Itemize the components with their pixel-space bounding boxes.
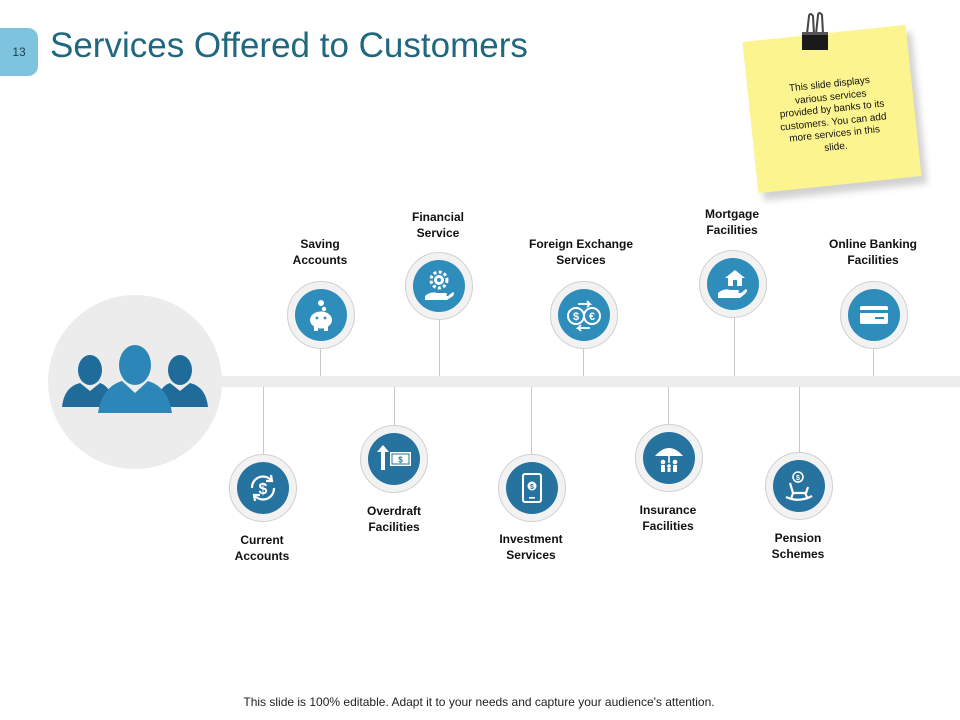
umbrella-family-icon [655,448,683,472]
slide-number: 13 [0,28,38,76]
connector-line [439,318,440,376]
connector-line [263,387,264,455]
page-title: Services Offered to Customers [50,26,528,65]
house-hand-icon [718,270,747,298]
tablet-dollar-icon: $ [522,473,542,503]
connector-line [320,347,321,376]
customers-group-icon [62,345,208,413]
footer-text: This slide is 100% editable. Adapt it to… [243,695,715,709]
svg-text:€: € [589,311,595,323]
current-accounts-node[interactable]: $ [229,454,297,522]
investment-services-label: Investment Services [499,532,563,562]
pension-schemes-label: Pension Schemes [771,531,825,561]
connector-line [873,347,874,376]
sticky-note-text: This slide displays various services pro… [779,74,888,154]
online-banking-label: Online Banking Facilities [828,237,917,267]
connector-line [734,316,735,376]
foreign-exchange-node[interactable]: $ € [550,281,618,349]
timeline-bar [215,376,960,387]
mortgage-facilities-label: Mortgage Facilities [705,207,759,237]
customers-hub [48,295,222,469]
mortgage-facilities-node[interactable] [699,250,767,318]
banknote-arrow-icon: $ [377,445,411,470]
current-accounts-label: Current Accounts [234,533,290,563]
connector-line [799,387,800,453]
svg-text:$: $ [259,481,268,498]
binder-clip-icon [802,12,828,50]
overdraft-facilities-label: Overdraft Facilities [366,504,422,534]
connector-line [531,387,532,455]
pension-schemes-node[interactable]: $ [765,452,833,520]
connector-line [668,387,669,425]
svg-text:$: $ [398,456,403,465]
piggy-bank-icon [310,300,332,331]
saving-accounts-label: Saving Accounts [292,237,348,267]
sticky-note: This slide displays various services pro… [742,24,922,194]
svg-text:$: $ [573,311,579,323]
insurance-facilities-label: Insurance Facilities [639,503,697,533]
rocking-chair-icon: $ [785,471,813,501]
financial-service-label: Financial Service [411,210,464,240]
online-banking-node[interactable] [840,281,908,349]
saving-accounts-node[interactable] [287,281,355,349]
svg-text:$: $ [796,475,800,482]
connector-line [583,347,584,376]
financial-service-node[interactable] [405,252,473,320]
credit-card-icon [860,306,888,324]
dollar-cycle-icon: $ [250,474,276,502]
svg-text:$: $ [530,484,534,491]
gear-hand-icon [425,270,454,300]
overdraft-facilities-node[interactable]: $ [360,425,428,493]
insurance-facilities-node[interactable] [635,424,703,492]
currency-exchange-icon: $ € [567,300,601,332]
connector-line [394,387,395,426]
investment-services-node[interactable]: $ [498,454,566,522]
foreign-exchange-label: Foreign Exchange Services [528,237,634,267]
